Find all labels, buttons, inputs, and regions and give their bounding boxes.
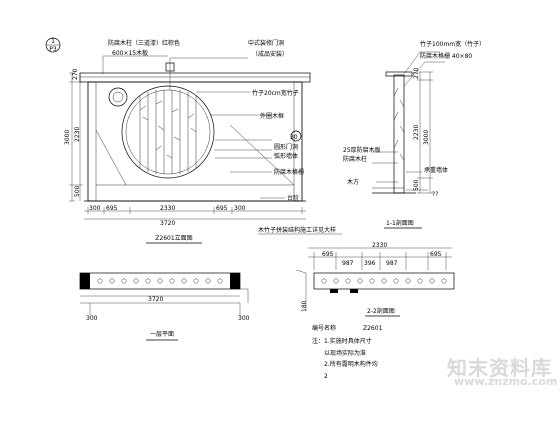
dim-b-695b: 695	[216, 205, 228, 212]
note-opening: 圆形门洞	[274, 143, 298, 151]
legend-code-label: 编号名称	[312, 324, 336, 332]
section-cap	[385, 71, 413, 77]
note-board: 600×15木板	[112, 49, 148, 57]
round-ornament	[108, 87, 128, 107]
legend-code: Z2601	[363, 325, 383, 332]
sec2-dim-987a: 987	[342, 260, 354, 267]
sec2-holes	[321, 278, 447, 284]
section-marker	[165, 62, 175, 72]
sec-note-grille: 防腐木格栅 40×80	[420, 52, 472, 60]
dim-270: 270	[72, 68, 79, 80]
elevation-view: 1 P3	[45, 37, 311, 244]
watermark-url: www.znzmo.com	[454, 375, 558, 388]
watermark-brand: 知末资料库	[447, 356, 552, 380]
section-bamboo	[393, 87, 405, 161]
badge-top: 1	[51, 38, 55, 45]
dim-b-2330: 2330	[160, 205, 175, 212]
note-doorway-2: （成品安装）	[252, 50, 288, 58]
note-wall: 弧形墙体	[274, 152, 298, 160]
legend-note-4: 2	[324, 373, 328, 380]
sec-note-q: ??	[432, 191, 438, 198]
note-bamboo: 竹子20cm宽竹子	[252, 89, 299, 97]
sec2-dim-695a: 695	[322, 251, 334, 258]
legend-note-3: 2.所有露明木构件均	[324, 360, 378, 368]
section-title: 1-1剖面图	[386, 219, 414, 227]
dim-2230: 2230	[74, 127, 81, 142]
sec-dim-2230: 2230	[413, 125, 420, 140]
section-2-2-view: 木竹子拼装结构施工详见大样 2330 695 987 396 987 695 1…	[258, 226, 455, 380]
sec-note-bamboo: 竹子100mm宽（竹子）	[420, 40, 485, 48]
sec-note-post: 防腐木柱	[343, 155, 367, 163]
sec-note-board: 25厚防腐木板	[343, 146, 381, 154]
left-post	[87, 81, 97, 202]
sec-dim-3000: 3000	[423, 130, 430, 145]
plan-outline	[79, 272, 241, 290]
sec2-dim-396: 396	[364, 260, 376, 267]
sec-dim-500: 500	[413, 179, 420, 191]
dim-500: 500	[74, 185, 81, 197]
sec-note-wall: 承重墙体	[424, 166, 448, 174]
detail-callout	[290, 130, 302, 142]
dim-total: 3720	[160, 220, 175, 227]
plan-dim-300a: 300	[86, 315, 98, 322]
sec2-dim-695b: 695	[430, 251, 442, 258]
note-grille: 防腐木格栅	[274, 168, 304, 176]
badge-bottom: P3	[49, 46, 57, 53]
plan-post-right	[230, 273, 240, 289]
bamboo-stalks	[139, 90, 197, 174]
note-step: 台阶	[287, 194, 299, 202]
dim-b-695a: 695	[106, 205, 118, 212]
leader-lines	[102, 55, 285, 199]
elevation-title: Z2601立面图	[155, 234, 192, 242]
moon-gate	[121, 85, 215, 179]
right-post	[293, 81, 303, 202]
plan-title: 一层平面	[150, 331, 174, 338]
plan-holes	[97, 278, 223, 284]
plan-dim-3720: 3720	[148, 296, 163, 303]
dim-3000: 3000	[64, 130, 71, 145]
sec2-outline	[313, 272, 455, 290]
note-frame: 外圈木框	[260, 112, 284, 120]
sec2-dim-2330: 2330	[372, 242, 387, 249]
sec-dim-270: 270	[413, 67, 420, 79]
note-doorway: 中式装修门洞	[248, 39, 284, 47]
sec2-dim-180: 180	[301, 300, 308, 312]
plan-dim-300b: 300	[238, 315, 250, 322]
plan-view: 3720 300 300 一层平面	[79, 272, 250, 341]
sec-note-batten: 木方	[347, 178, 359, 186]
sec2-dim-987b: 987	[386, 260, 398, 267]
note-post: 防腐木柱（三道漆）红棕色	[108, 39, 180, 47]
section-1-1-view: 竹子100mm宽（竹子） 防腐木格栅 40×80 25厚防腐木板 防腐木柱 木方…	[343, 40, 485, 229]
legend-note-2: 以现场实际为准	[324, 349, 366, 357]
legend-note-1: 注：1.实施时具体尺寸	[312, 337, 372, 345]
top-beam	[79, 72, 311, 83]
dim-b-300a: 300	[89, 205, 101, 212]
note-30: 30	[290, 134, 298, 141]
sec2-title: 2-2剖面图	[367, 307, 395, 315]
dim-b-300b: 300	[234, 205, 246, 212]
sec2-note: 木竹子拼装结构施工详见大样	[258, 226, 336, 234]
plan-post-left	[80, 273, 90, 289]
